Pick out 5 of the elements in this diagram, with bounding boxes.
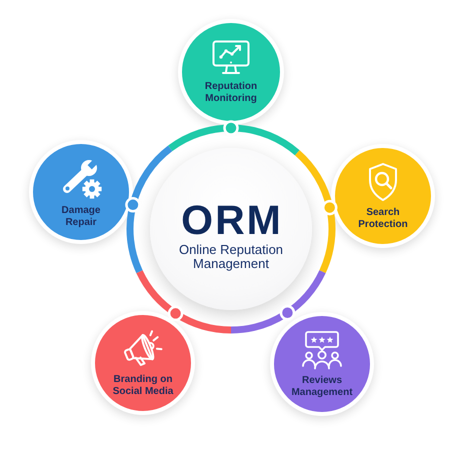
service-label: Reputation Monitoring (204, 80, 258, 104)
service-label: Search Protection (357, 206, 409, 230)
service-label: Branding on Social Media (112, 374, 174, 398)
service-label: Damage Repair (60, 204, 102, 228)
service-label: Reviews Management (290, 374, 354, 398)
